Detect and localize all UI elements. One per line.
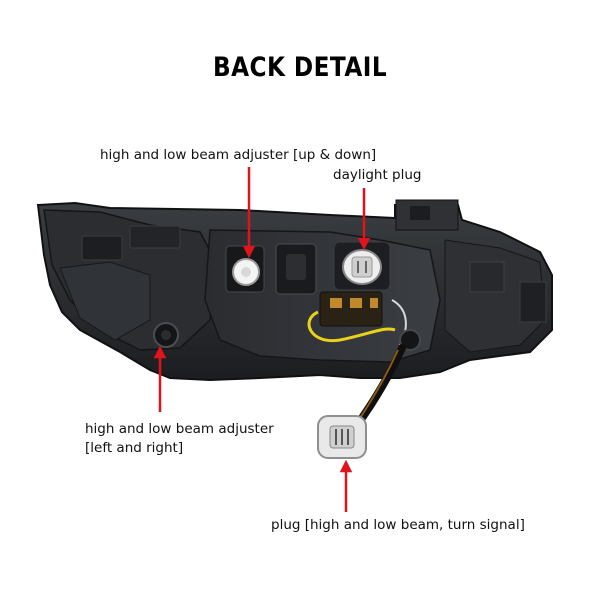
callout-plug: plug [high and low beam, turn signal] <box>271 517 525 533</box>
harness-plug <box>317 415 367 459</box>
callout-line-2: [left and right] <box>85 440 184 456</box>
page-title: BACK DETAIL <box>212 52 388 83</box>
callout-beam-adjuster-up-down: high and low beam adjuster [up & down] <box>100 147 377 163</box>
callout-beam-adjuster-left-right: high and low beam adjuster [left and rig… <box>85 420 274 458</box>
callout-line-1: high and low beam adjuster <box>85 421 274 437</box>
callout-daylight-plug: daylight plug <box>333 167 422 183</box>
headlight-housing <box>36 199 553 422</box>
